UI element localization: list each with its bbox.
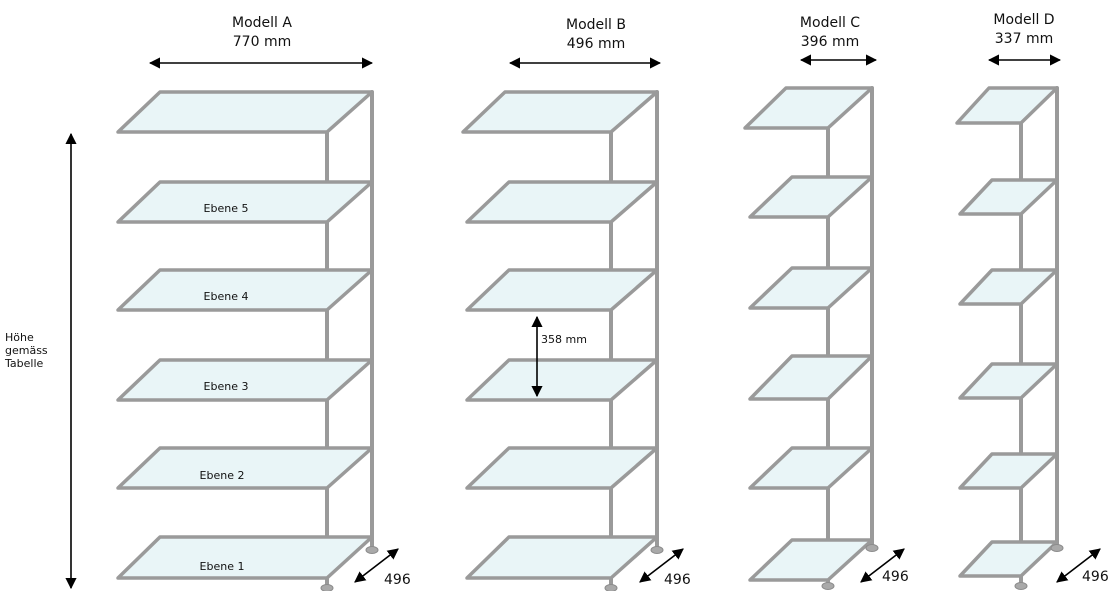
height-label-line3: Tabelle	[4, 357, 44, 370]
model-b: Modell B 496 mm 358 mm 496	[461, 17, 691, 591]
model-d-shelf-5	[958, 178, 1059, 216]
model-a-shelf-3	[116, 358, 374, 402]
model-c-foot-front	[821, 582, 835, 590]
model-c: Modell C 396 mm 496	[743, 15, 909, 590]
model-a-level-5-label: Ebene 5	[204, 202, 249, 215]
model-d-shelf-2	[958, 452, 1059, 490]
model-a-top-shelf	[116, 90, 374, 134]
model-c-title: Modell C	[800, 15, 860, 31]
model-a-foot-front	[320, 584, 334, 591]
model-c-depth-label: 496	[882, 569, 909, 585]
model-a-level-4-label: Ebene 4	[204, 290, 249, 303]
model-d-top-shelf	[955, 86, 1059, 125]
model-d-shelf-3	[958, 362, 1059, 400]
model-b-depth-label: 496	[664, 572, 691, 588]
model-c-depth-arrow	[860, 548, 905, 583]
model-b-top-shelf	[461, 90, 659, 134]
model-a-width-label: 770 mm	[233, 34, 291, 50]
model-c-shelf-4	[748, 266, 874, 310]
model-b-shelf-3	[465, 358, 659, 402]
model-a-depth-label: 496	[384, 572, 411, 588]
model-a: Modell A 770 mm Ebene 5 Ebene 4 Ebene 3 …	[116, 15, 411, 591]
model-d: Modell D 337 mm 496	[955, 12, 1109, 590]
model-c-shelf-3	[748, 354, 874, 401]
model-b-title: Modell B	[566, 17, 626, 33]
model-a-level-1-label: Ebene 1	[200, 560, 245, 573]
model-b-foot-front	[604, 584, 618, 591]
model-b-spacing-label: 358 mm	[541, 333, 587, 346]
model-d-shelf-4	[958, 268, 1059, 306]
model-a-title: Modell A	[232, 15, 292, 31]
model-b-foot-back	[650, 546, 664, 554]
model-c-width-label: 396 mm	[801, 34, 859, 50]
model-c-shelf-1	[748, 538, 874, 582]
model-a-level-3-label: Ebene 3	[204, 380, 249, 393]
model-a-shelf-2	[116, 446, 374, 490]
model-c-foot-back	[865, 544, 879, 552]
height-label-line2: gemäss	[5, 344, 48, 357]
model-a-shelf-4	[116, 268, 374, 312]
model-b-shelf-2	[465, 446, 659, 490]
model-a-shelf-1	[116, 535, 374, 580]
model-b-shelf-1	[465, 535, 659, 580]
model-d-title: Modell D	[993, 12, 1054, 28]
model-d-foot-front	[1014, 582, 1028, 590]
model-d-depth-label: 496	[1082, 569, 1109, 585]
model-c-shelf-2	[748, 446, 874, 490]
model-b-depth-arrow	[639, 548, 684, 583]
model-c-shelf-5	[748, 175, 874, 219]
model-d-foot-back	[1050, 544, 1064, 552]
model-c-top-shelf	[743, 86, 874, 130]
model-a-level-2-label: Ebene 2	[200, 469, 245, 482]
height-label-line1: Höhe	[5, 331, 34, 344]
model-a-shelf-5	[116, 180, 374, 224]
model-a-foot-back	[365, 546, 379, 554]
model-a-depth-arrow	[354, 548, 399, 583]
model-b-shelf-4	[465, 268, 659, 312]
model-d-width-label: 337 mm	[995, 31, 1053, 47]
model-d-shelf-1	[958, 540, 1059, 578]
model-d-depth-arrow	[1056, 548, 1101, 583]
model-b-width-label: 496 mm	[567, 36, 625, 52]
model-b-shelf-5	[465, 180, 659, 224]
